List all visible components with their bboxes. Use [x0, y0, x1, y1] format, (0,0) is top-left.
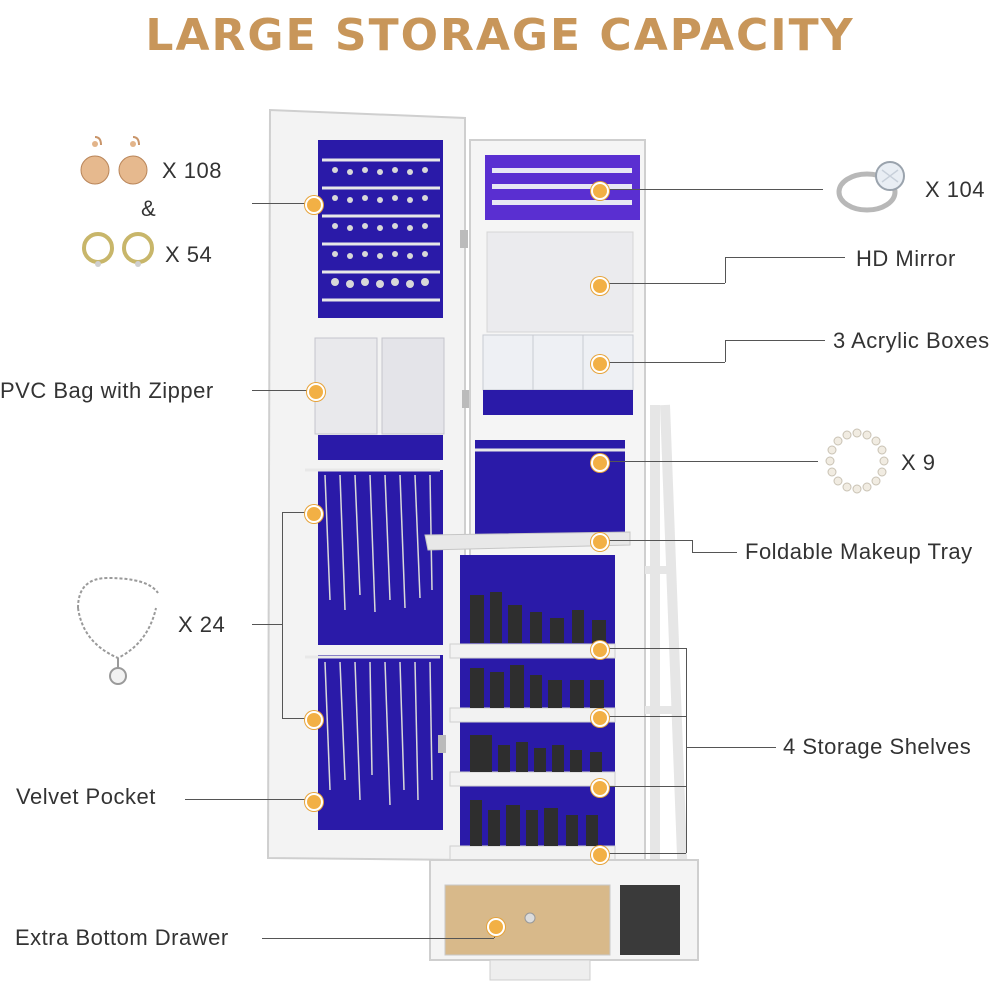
hoops-count-label: X 54 — [165, 242, 213, 267]
callout-line-velvet — [185, 799, 312, 800]
callout-line-drawer — [262, 938, 494, 939]
callout-line-acrylic-vertical — [725, 340, 726, 362]
callout-dot-mirror — [591, 277, 609, 295]
callout-dot-pearl — [591, 454, 609, 472]
callout-line-earrings — [252, 203, 312, 204]
callout-line-bracelet-bottom — [282, 718, 312, 719]
callout-line-shelf-1 — [600, 648, 686, 649]
callout-dot-velvet — [305, 793, 323, 811]
callout-dot-shelf-4 — [591, 846, 609, 864]
callout-line-shelves-vertical — [686, 648, 687, 853]
callout-line-mirror-top — [725, 257, 845, 258]
ring-count-label: X 104 — [925, 177, 985, 202]
hoop-earring-icon — [82, 232, 154, 267]
callout-dot-acrylic — [591, 355, 609, 373]
callout-dot-necklace-2 — [305, 711, 323, 729]
callout-line-pvc — [252, 390, 314, 391]
callout-dot-shelf-2 — [591, 709, 609, 727]
callout-dot-shelf-1 — [591, 641, 609, 659]
callout-line-pearl — [600, 461, 818, 462]
callout-line-bracelet-vertical — [282, 512, 283, 718]
pearl-necklace-icon — [825, 428, 889, 494]
jewelry-cabinet-illustration — [266, 108, 699, 981]
acrylic-boxes-label: 3 Acrylic Boxes — [833, 328, 990, 353]
page-title: LARGE STORAGE CAPACITY — [145, 10, 855, 61]
bracelet-icon — [77, 576, 159, 685]
storage-shelves-label: 4 Storage Shelves — [783, 734, 972, 759]
callout-dot-earrings — [305, 196, 323, 214]
callout-line-shelf-4 — [600, 853, 686, 854]
bottom-drawer-label: Extra Bottom Drawer — [15, 925, 229, 950]
callout-dot-necklace-1 — [305, 505, 323, 523]
velvet-pocket-label: Velvet Pocket — [16, 784, 156, 809]
callout-line-mirror — [600, 283, 725, 284]
callout-line-tray-end — [692, 552, 737, 553]
callout-line-bracelet — [252, 624, 282, 625]
callout-line-shelf-2 — [600, 716, 686, 717]
callout-line-tray-vertical — [692, 540, 693, 552]
callout-line-bracelet-top — [282, 512, 312, 513]
callout-line-acrylic-top — [725, 340, 825, 341]
callout-line-shelves — [686, 747, 776, 748]
bracelet-count-label: X 24 — [178, 612, 226, 637]
callout-line-tray — [600, 540, 692, 541]
and-label: & — [141, 196, 157, 221]
callout-dot-shelf-3 — [591, 779, 609, 797]
callout-line-mirror-vertical — [725, 257, 726, 283]
callout-dot-rings — [591, 182, 609, 200]
callout-line-rings — [605, 189, 823, 190]
earrings-count-label: X 108 — [162, 158, 222, 183]
callout-line-shelf-3 — [600, 786, 686, 787]
callout-line-acrylic — [600, 362, 725, 363]
hd-mirror-label: HD Mirror — [856, 246, 956, 271]
callout-dot-tray — [591, 533, 609, 551]
makeup-tray-label: Foldable Makeup Tray — [745, 539, 973, 564]
earring-icon — [80, 136, 148, 185]
pearl-count-label: X 9 — [901, 450, 936, 475]
callout-dot-drawer — [487, 918, 505, 936]
ring-icon — [836, 161, 905, 213]
callout-dot-pvc — [307, 383, 325, 401]
pvc-bag-label: PVC Bag with Zipper — [0, 378, 214, 403]
